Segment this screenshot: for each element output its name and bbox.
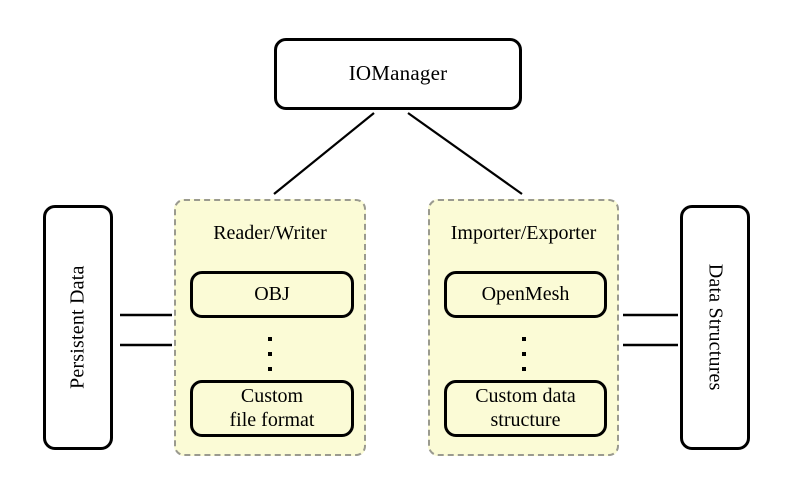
arrow-manager-to-reader-writer bbox=[273, 112, 375, 195]
group-panel-importer-exporter: Importer/Exporter OpenMesh Custom data s… bbox=[428, 199, 619, 456]
iomanager-label: IOManager bbox=[348, 61, 448, 86]
group-title-importer-exporter: Importer/Exporter bbox=[450, 222, 597, 244]
inner-box-custom-file-format-line1: Custom bbox=[240, 384, 304, 407]
ellipsis-reader-writer bbox=[176, 337, 364, 371]
inner-box-custom-data-structure-label: Custom data structure bbox=[475, 385, 576, 432]
data-structures-label: Data Structures bbox=[704, 264, 727, 391]
inner-box-custom-file-format-line2: file format bbox=[229, 408, 315, 431]
inner-box-openmesh-label: OpenMesh bbox=[481, 282, 570, 305]
inner-box-obj[interactable]: OBJ bbox=[190, 271, 354, 318]
inner-box-custom-data-structure[interactable]: Custom data structure bbox=[444, 380, 607, 437]
inner-box-custom-file-format-label: Custom file format bbox=[230, 385, 315, 432]
data-structures-box[interactable]: Data Structures bbox=[680, 205, 750, 450]
persistent-data-box[interactable]: Persistent Data bbox=[43, 205, 113, 450]
iomanager-box[interactable]: IOManager bbox=[274, 38, 522, 110]
inner-box-custom-data-structure-line2: structure bbox=[490, 408, 561, 431]
inner-box-custom-data-structure-line1: Custom data bbox=[475, 384, 576, 407]
ellipsis-importer-exporter bbox=[430, 337, 617, 371]
inner-box-obj-label: OBJ bbox=[254, 282, 290, 305]
group-panel-reader-writer: Reader/Writer OBJ Custom file format bbox=[174, 199, 366, 456]
inner-box-custom-file-format[interactable]: Custom file format bbox=[190, 380, 354, 437]
arrow-manager-to-importer-exporter bbox=[407, 112, 523, 195]
group-title-reader-writer: Reader/Writer bbox=[213, 222, 327, 244]
persistent-data-label: Persistent Data bbox=[66, 265, 89, 390]
inner-box-openmesh[interactable]: OpenMesh bbox=[444, 271, 607, 318]
